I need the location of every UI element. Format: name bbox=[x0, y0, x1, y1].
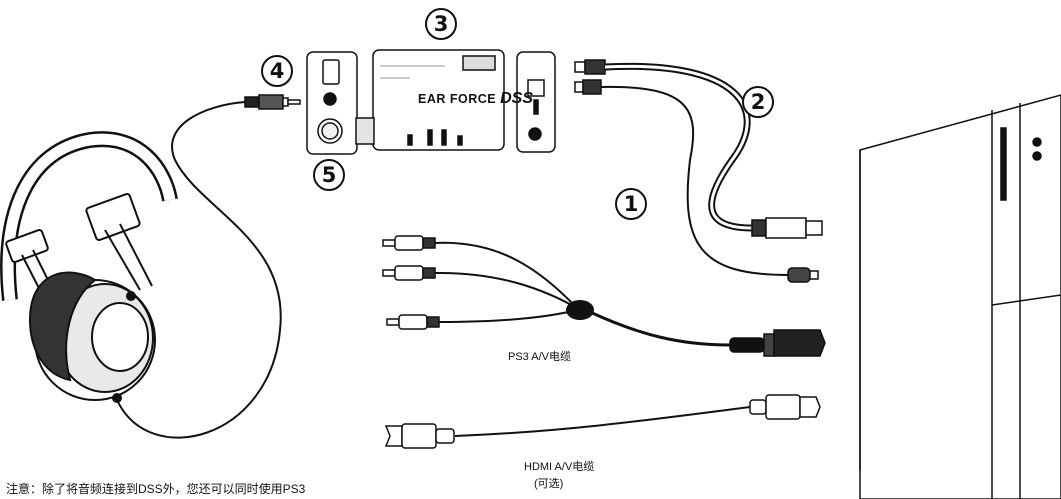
dss-brand-prefix: EAR FORCE bbox=[418, 92, 497, 106]
ps3-cable-label: PS3 A/V电缆 bbox=[508, 351, 571, 363]
dss-plugs bbox=[574, 59, 606, 95]
ps3-console bbox=[859, 94, 1061, 499]
optical-cable bbox=[600, 85, 789, 276]
dss-brand-model: DSS bbox=[500, 90, 534, 107]
callout-5: 5 bbox=[313, 159, 345, 191]
hdmi-plug-left bbox=[384, 423, 455, 449]
dss-center-module bbox=[355, 49, 505, 151]
callout-4: 4 bbox=[261, 55, 293, 87]
optical-plug bbox=[787, 267, 819, 283]
hdmi-cable bbox=[454, 406, 751, 437]
usb-plug bbox=[751, 217, 823, 239]
hdmi-plug-right bbox=[749, 394, 821, 420]
headphones bbox=[0, 131, 178, 403]
hdmi-optional-label: (可选) bbox=[534, 478, 564, 490]
callout-2: 2 bbox=[742, 86, 774, 118]
headphone-jack bbox=[244, 94, 301, 110]
ps3-av-cable bbox=[434, 241, 731, 347]
ps3-multi-av-plug bbox=[729, 329, 826, 357]
callout-3: 3 bbox=[425, 8, 457, 40]
callout-1: 1 bbox=[615, 188, 647, 220]
cable-junction bbox=[566, 300, 594, 320]
note-text: 注意：除了将音频连接到DSS外，您还可以同时使用PS3 bbox=[6, 482, 306, 496]
hdmi-cable-label: HDMI A/V电缆 bbox=[524, 461, 595, 473]
dss-right-module bbox=[516, 51, 556, 153]
rca-plugs bbox=[382, 235, 440, 330]
dss-left-module bbox=[306, 51, 358, 155]
dss-brand-logo: EAR FORCE DSS bbox=[418, 90, 533, 108]
headphone-cable bbox=[116, 101, 282, 439]
